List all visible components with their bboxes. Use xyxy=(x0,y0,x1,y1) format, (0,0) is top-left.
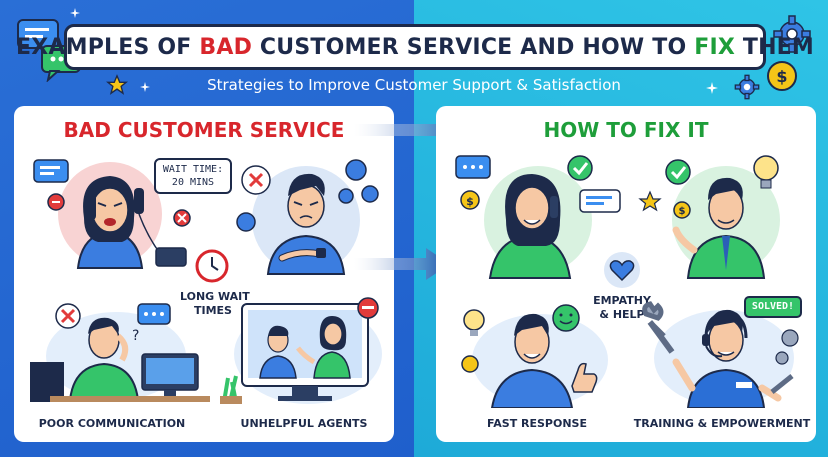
bad-service-panel: BAD CUSTOMER SERVICE WAIT TIME: 20 MINS xyxy=(14,106,394,442)
svg-text:$: $ xyxy=(466,195,474,208)
unhelpful-agents-caption: UNHELPFUL AGENTS xyxy=(240,417,368,430)
svg-text:$: $ xyxy=(679,206,686,217)
coin-icon: $ xyxy=(767,61,797,91)
gear-icon xyxy=(773,15,811,53)
page-subtitle: Strategies to Improve Customer Support &… xyxy=(207,76,621,94)
sparkle-icon xyxy=(706,82,718,94)
heart-hand-icon xyxy=(604,252,640,288)
long-wait-caption: LONG WAIT TIMES xyxy=(180,290,250,317)
fast-response-caption: FAST RESPONSE xyxy=(487,417,587,430)
unhelpful-agents-illustration xyxy=(220,297,382,404)
page-title: EXAMPLES OF BAD CUSTOMER SERVICE AND HOW… xyxy=(16,34,814,60)
wait-time-bubble: WAIT TIME: 20 MINS xyxy=(154,158,232,194)
impatient-customer-illustration xyxy=(236,159,379,275)
arrow-right-icon xyxy=(354,248,450,280)
training-empowerment-caption: TRAINING & EMPOWERMENT xyxy=(633,417,811,430)
sparkle-icon xyxy=(140,82,150,92)
gear-icon xyxy=(734,74,760,100)
arrow-right-icon xyxy=(354,114,470,146)
clock-icon xyxy=(195,249,229,283)
svg-text:?: ? xyxy=(132,328,139,344)
star-icon xyxy=(106,74,128,95)
solved-badge: SOLVED! xyxy=(744,296,802,318)
fix-it-heading: HOW TO FIX IT xyxy=(543,118,709,142)
bad-service-heading: BAD CUSTOMER SERVICE xyxy=(63,118,345,142)
helpful-agent-illustration: $ xyxy=(638,155,780,279)
training-empowerment-illustration xyxy=(642,301,799,408)
fix-it-panel: HOW TO FIX IT $ $ EM xyxy=(436,106,816,442)
fast-response-illustration xyxy=(461,304,608,408)
title-box: EXAMPLES OF BAD CUSTOMER SERVICE AND HOW… xyxy=(16,24,814,70)
confused-worker-illustration: ? xyxy=(30,303,210,402)
frustrated-caller-illustration xyxy=(33,159,191,269)
empathy-caption: EMPATHY & HELP xyxy=(593,294,651,321)
happy-caller-illustration: $ xyxy=(455,155,621,279)
svg-text:$: $ xyxy=(776,67,787,86)
poor-communication-caption: POOR COMMUNICATION xyxy=(38,417,186,430)
sparkle-icon xyxy=(70,8,80,18)
